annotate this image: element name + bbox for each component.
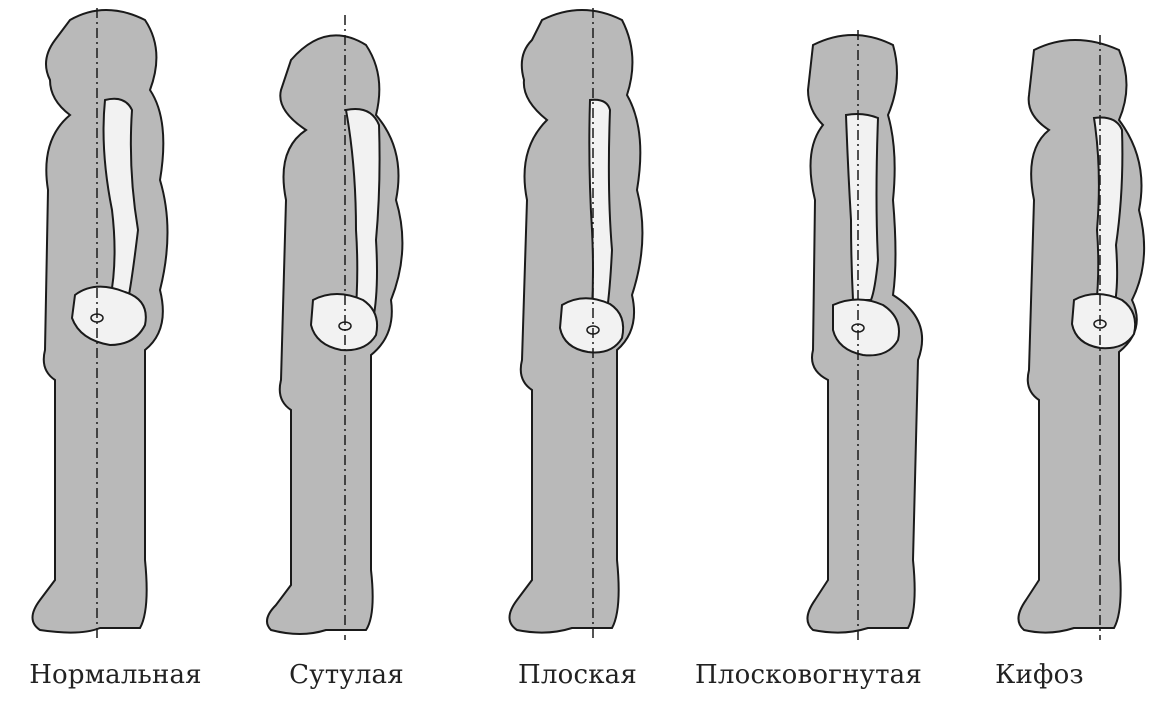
figure-normal: [0, 0, 231, 650]
caption-flat: Плоская: [462, 660, 693, 690]
caption-flat-concave: Плосковогнутая: [693, 660, 924, 690]
figure-flat: [462, 0, 693, 650]
caption-kyphosis: Кифоз: [924, 660, 1155, 690]
caption-stooped: Сутулая: [231, 660, 462, 690]
posture-stooped-silhouette-icon: [231, 0, 462, 650]
pelvis: [560, 298, 623, 352]
posture-normal-silhouette-icon: [0, 0, 231, 650]
figure-stooped: [231, 0, 462, 650]
posture-flat-silhouette-icon: [462, 0, 693, 650]
posture-flat-concave-silhouette-icon: [693, 0, 924, 650]
figure-flat-concave: [693, 0, 924, 650]
figure-kyphosis: [924, 0, 1155, 650]
posture-kyphosis-silhouette-icon: [924, 0, 1155, 650]
caption-normal: Нормальная: [0, 660, 231, 690]
